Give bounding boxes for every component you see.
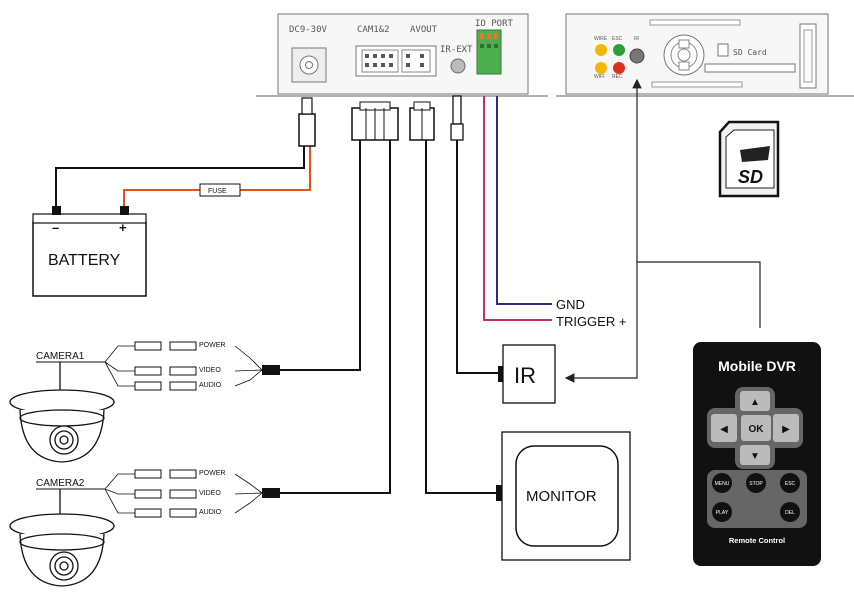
avout-port-label: AVOUT bbox=[410, 25, 438, 35]
sd-card-icon: SD bbox=[718, 120, 780, 198]
cam-port-label: CAM1&2 bbox=[357, 25, 390, 35]
remote-dpad bbox=[707, 387, 803, 469]
remote-footer-label: Remote Control bbox=[729, 536, 785, 545]
fuse-label: FUSE bbox=[208, 188, 227, 195]
signal-wires bbox=[280, 140, 500, 494]
led-yellow-bottom bbox=[595, 62, 607, 74]
monitor: MONITOR bbox=[501, 431, 631, 561]
camera-2-group: CAMERA2 POWER VIDEO AUDIO bbox=[9, 469, 263, 587]
key-lock-icon bbox=[663, 34, 705, 76]
ir-sensor-label: IR bbox=[634, 36, 639, 42]
camera-1-label: CAMERA1 bbox=[36, 351, 85, 362]
led-wire-label: WIRE bbox=[594, 36, 608, 42]
battery-minus-sign: – bbox=[52, 220, 59, 235]
camera-2-audio-label: AUDIO bbox=[199, 509, 222, 516]
fuse bbox=[199, 183, 241, 197]
led-green bbox=[613, 44, 625, 56]
av-out-plug bbox=[409, 101, 435, 141]
camera-2-label: CAMERA2 bbox=[36, 478, 85, 489]
remote-down-button[interactable]: ▼ bbox=[750, 451, 760, 462]
remote-stop-button[interactable]: STOP bbox=[749, 481, 763, 487]
sd-card-slot bbox=[704, 63, 796, 73]
ir-receiver: IR bbox=[502, 344, 556, 404]
sd-slot-label: SD Card bbox=[733, 48, 767, 57]
sd-card-logo: SD bbox=[738, 167, 763, 187]
remote-right-button[interactable]: ▶ bbox=[782, 424, 790, 435]
camera-1-power-label: POWER bbox=[199, 342, 225, 349]
remote-esc-button[interactable]: ESC bbox=[785, 481, 796, 487]
battery: – + BATTERY bbox=[32, 206, 147, 297]
monitor-label: MONITOR bbox=[526, 488, 597, 505]
remote-del-button[interactable]: DEL bbox=[785, 510, 795, 516]
dc-plug bbox=[298, 113, 316, 147]
remote-play-button[interactable]: PLAY bbox=[716, 510, 729, 516]
battery-wiring: FUSE bbox=[55, 97, 316, 206]
ir-ext-plug bbox=[450, 95, 464, 141]
led-rec-label: REC bbox=[612, 74, 623, 80]
wire-end-plugs bbox=[262, 365, 504, 501]
dvr-rear-panel: DC9-30V CAM1&2 AVOUT IR-EXT IO PORT bbox=[256, 13, 548, 97]
ir-sensor bbox=[629, 48, 645, 64]
dvr-front-panel: WIRE ESC WIFI REC IR SD Card bbox=[556, 13, 854, 97]
led-wifi-label: WIFI bbox=[594, 74, 605, 80]
camera-1-video-label: VIDEO bbox=[199, 367, 221, 374]
trigger-label: TRIGGER + bbox=[556, 314, 626, 329]
ir-ext-label: IR-EXT bbox=[440, 45, 473, 55]
led-yellow-top bbox=[595, 44, 607, 56]
remote-left-button[interactable]: ◀ bbox=[720, 424, 728, 435]
camera-1-group: CAMERA1 POWER VIDEO AUDIO bbox=[9, 341, 263, 463]
remote-ok-button[interactable]: OK bbox=[749, 424, 765, 435]
io-port-label: IO PORT bbox=[475, 19, 514, 29]
camera-1-dome-icon bbox=[9, 362, 115, 463]
camera-2-video-label: VIDEO bbox=[199, 490, 221, 497]
remote-control: Mobile DVR ▲ ▼ ◀ ▶ OK MENU STOP ESC PLAY bbox=[693, 342, 821, 566]
led-esc-label: ESC bbox=[612, 36, 623, 42]
battery-label: BATTERY bbox=[48, 252, 121, 269]
dc-port-label: DC9-30V bbox=[289, 25, 328, 35]
remote-title: Mobile DVR bbox=[718, 358, 796, 374]
io-port-wires bbox=[483, 96, 552, 321]
camera-2-power-label: POWER bbox=[199, 470, 225, 477]
camera-2-plugs bbox=[134, 469, 197, 518]
battery-plus-sign: + bbox=[119, 220, 127, 235]
camera-1-plugs bbox=[134, 341, 197, 391]
ir-ext-jack bbox=[450, 58, 466, 74]
camera-1-audio-label: AUDIO bbox=[199, 382, 222, 389]
camera-2-dome-icon bbox=[9, 489, 115, 587]
remote-menu-button[interactable]: MENU bbox=[715, 481, 730, 487]
ir-receiver-label: IR bbox=[514, 363, 536, 388]
cam-connector-plug bbox=[351, 101, 399, 141]
remote-up-button[interactable]: ▲ bbox=[750, 397, 760, 408]
led-red bbox=[613, 62, 625, 74]
gnd-label: GND bbox=[556, 297, 585, 312]
